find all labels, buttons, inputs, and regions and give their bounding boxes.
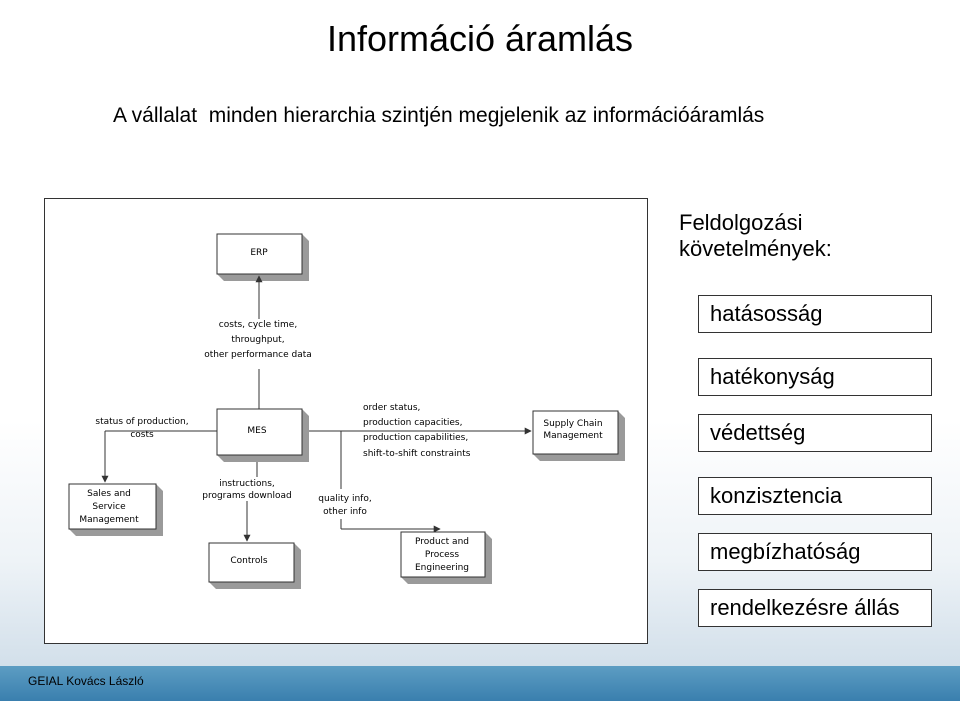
costs-label: costs, cycle time, throughput, other per… — [204, 320, 312, 360]
svg-text:instructions,: instructions, — [219, 479, 275, 489]
svg-text:production capacities,: production capacities, — [363, 418, 462, 428]
sales-service-management-node: Sales and Service Management — [68, 483, 163, 536]
quality-info-label: quality info, other info — [318, 494, 371, 517]
ppe-label-3: Engineering — [415, 563, 469, 573]
instructions-label: instructions, programs download — [202, 479, 292, 501]
ssm-label-1: Sales and — [87, 489, 131, 499]
requirements-title-line-1: Feldolgozási — [679, 210, 803, 235]
requirement-box: megbízhatóság — [698, 533, 932, 571]
requirement-box: rendelkezésre állás — [698, 589, 932, 627]
svg-text:quality info,: quality info, — [318, 494, 371, 504]
svg-text:costs, cycle time,: costs, cycle time, — [219, 320, 297, 330]
controls-label: Controls — [230, 556, 268, 566]
mes-node: MES — [216, 408, 309, 462]
ssm-label-3: Management — [79, 515, 139, 525]
erp-label: ERP — [250, 248, 268, 258]
svg-text:production capabilities,: production capabilities, — [363, 433, 468, 443]
requirement-box: védettség — [698, 414, 932, 452]
status-label: status of production, costs — [95, 417, 188, 440]
supply-chain-management-node: Supply Chain Management — [532, 410, 625, 461]
scm-label-1: Supply Chain — [543, 419, 602, 429]
product-process-engineering-node: Product and Process Engineering — [400, 531, 492, 584]
requirements-title-line-2: követelmények: — [679, 236, 832, 261]
order-status-label: order status, production capacities, pro… — [363, 403, 471, 459]
requirement-box: hatékonyság — [698, 358, 932, 396]
svg-text:programs download: programs download — [202, 491, 292, 501]
mes-label: MES — [247, 426, 266, 436]
ssm-label-2: Service — [92, 502, 126, 512]
footer-bar: GEIAL Kovács László — [0, 666, 960, 701]
information-flow-diagram: ERP MES Supply Chain Management Sales an… — [44, 198, 648, 644]
connectors — [101, 275, 532, 542]
slide-title: Információ áramlás — [326, 18, 634, 59]
scm-label-2: Management — [543, 431, 603, 441]
svg-text:other performance data: other performance data — [204, 350, 312, 360]
svg-text:shift-to-shift constraints: shift-to-shift constraints — [363, 449, 471, 459]
ppe-label-2: Process — [425, 550, 459, 560]
requirements-title: Feldolgozási követelmények: — [679, 210, 832, 262]
svg-text:throughput,: throughput, — [231, 335, 284, 345]
svg-text:costs: costs — [130, 430, 154, 440]
slide-subtitle: A vállalat minden hierarchia szintjén me… — [113, 104, 765, 127]
footer-author: GEIAL Kovács László — [28, 674, 144, 688]
svg-text:order status,: order status, — [363, 403, 420, 413]
controls-node: Controls — [208, 542, 301, 589]
ppe-label-1: Product and — [415, 537, 469, 547]
requirement-box: konzisztencia — [698, 477, 932, 515]
diagram-canvas: ERP MES Supply Chain Management Sales an… — [68, 233, 625, 589]
svg-text:status of production,: status of production, — [95, 417, 188, 427]
erp-node: ERP — [216, 233, 309, 281]
requirement-box: hatásosság — [698, 295, 932, 333]
svg-text:other info: other info — [323, 507, 367, 517]
